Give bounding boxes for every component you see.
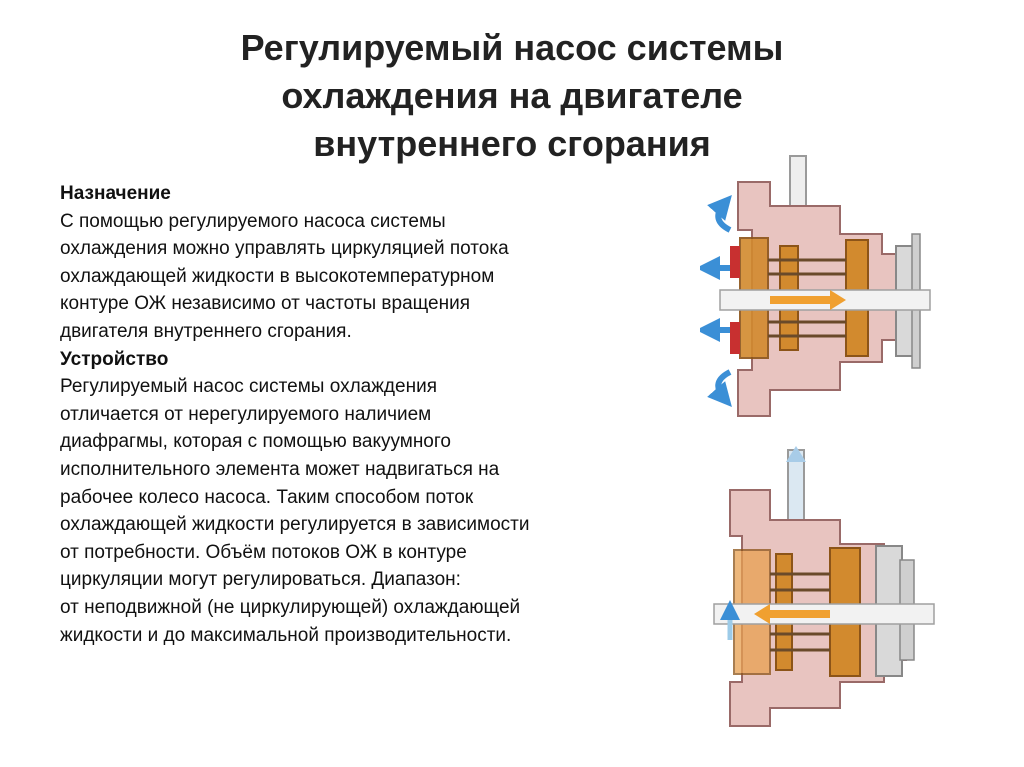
design-line: от потребности. Объём потоков ОЖ в конту…	[60, 541, 467, 563]
design-line: рабочее колесо насоса. Таким способом по…	[60, 486, 474, 508]
purpose-line: контуре ОЖ независимо от частоты вращени…	[60, 293, 471, 315]
pump-diagram	[700, 155, 935, 727]
design-line: отличается от нерегулируемого наличием	[60, 403, 432, 425]
purpose-line: двигателя внутреннего сгорания.	[60, 320, 352, 342]
design-line: диафрагмы, которая с помощью вакуумного	[60, 431, 451, 453]
design-line: охлаждающей жидкости регулируется в зави…	[60, 514, 530, 536]
design-line: от неподвижной (не циркулирующей) охлажд…	[60, 596, 521, 618]
purpose-line: С помощью регулируемого насоса системы	[60, 210, 446, 232]
page-title: Регулируемый насос системы охлаждения на…	[150, 24, 874, 168]
design-heading: Устройство	[60, 348, 169, 370]
description-block: Назначение С помощью регулируемого насос…	[60, 180, 680, 649]
design-line: циркуляции могут регулироваться. Диапазо…	[60, 569, 461, 591]
seal	[730, 246, 740, 278]
pump-open-state	[700, 155, 931, 417]
title-line-1: Регулируемый насос системы	[240, 27, 784, 68]
design-line: исполнительного элемента может надвигать…	[60, 458, 500, 480]
purpose-line: охлаждающей жидкости в высокотемпературн…	[60, 265, 495, 287]
purpose-heading: Назначение	[60, 183, 171, 204]
title-line-2: охлаждения на двигателе	[281, 75, 743, 116]
design-line: жидкости и до максимальной производитель…	[60, 624, 512, 646]
seal	[730, 322, 740, 354]
title-line-3: внутреннего сгорания	[313, 123, 711, 164]
design-line: Регулируемый насос системы охлаждения	[60, 376, 437, 398]
pump-closed-state	[713, 446, 935, 727]
purpose-line: охлаждения можно управлять циркуляцией п…	[60, 238, 509, 260]
